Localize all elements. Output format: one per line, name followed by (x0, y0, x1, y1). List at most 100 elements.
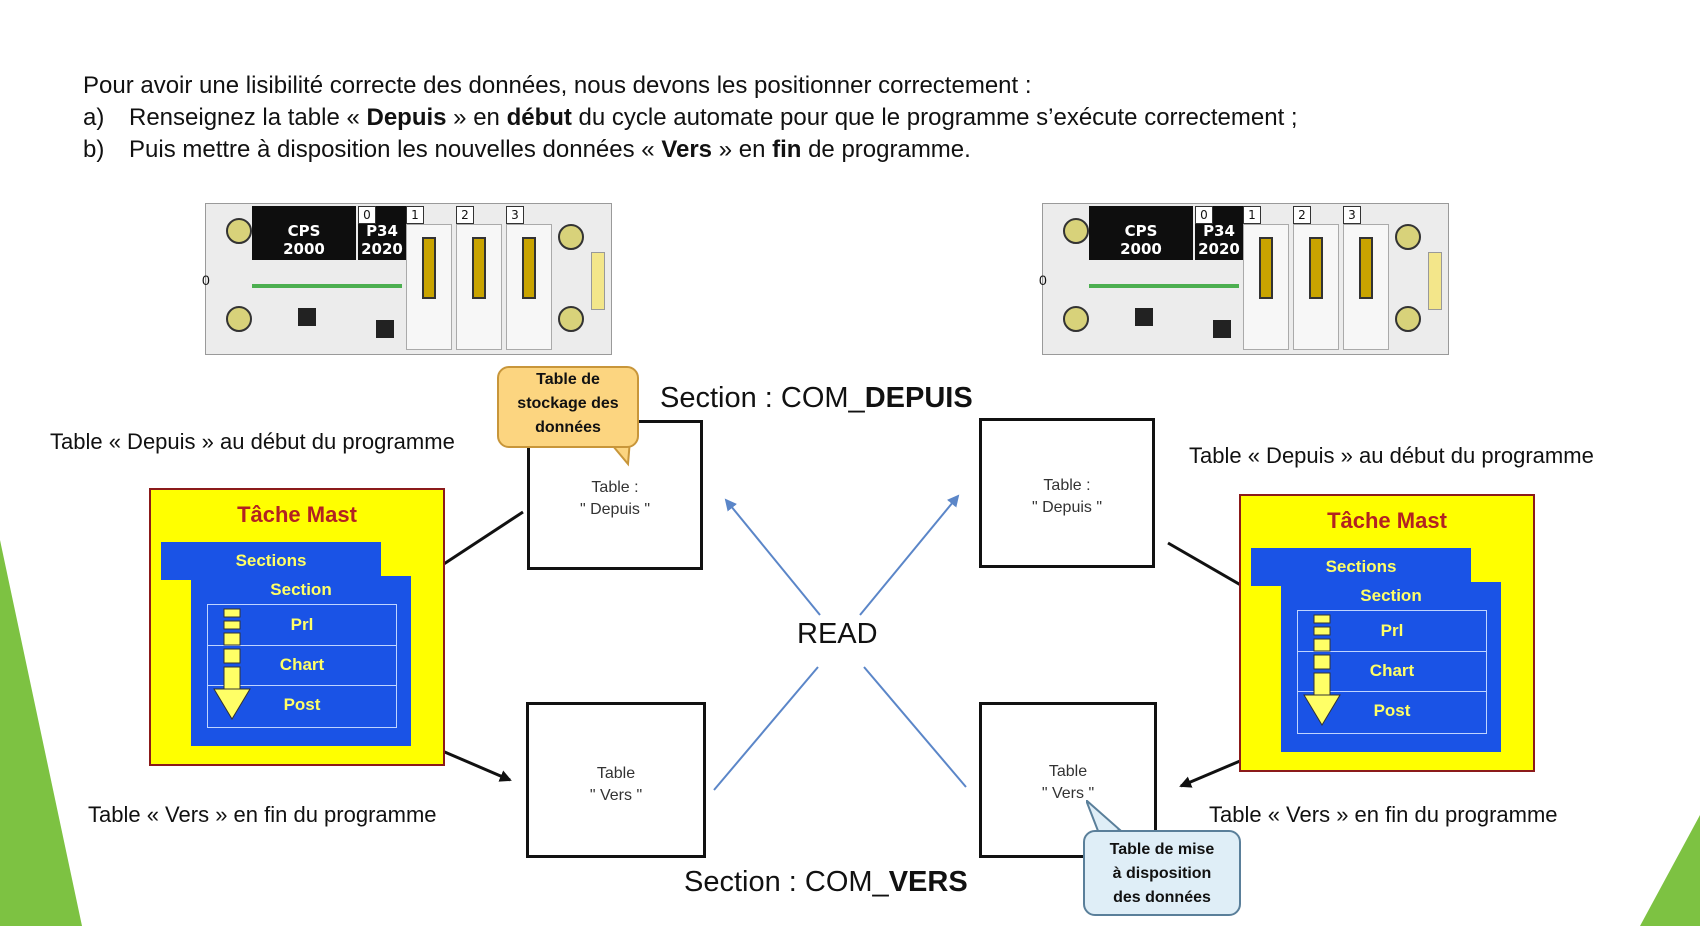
cps-model: 2000 (283, 240, 325, 258)
connector (1259, 237, 1273, 299)
section-prefix: Section : COM_ (660, 382, 865, 414)
bold-text: fin (772, 136, 802, 163)
left-green-triangle (0, 540, 82, 926)
side-label: 0 (1039, 272, 1047, 288)
table-label: Table : (591, 479, 639, 496)
io-card (1343, 224, 1389, 350)
connector (1309, 237, 1323, 299)
screw-icon (226, 218, 252, 244)
p34-label: P34 (1203, 222, 1235, 240)
list-index: a) (83, 104, 105, 131)
io-card (406, 224, 452, 350)
bold-text: début (506, 104, 572, 131)
ethernet-port-icon (376, 320, 394, 338)
label-depuis-left: Table « Depuis » au début du programme (50, 429, 455, 454)
mast-section-name: Section (270, 580, 332, 599)
screw-icon (226, 306, 252, 332)
callout-line: données (535, 419, 601, 436)
slot-number: 1 (406, 206, 424, 224)
mast-task-left: Tâche Mast Sections Section Prl Chart Po… (149, 488, 445, 766)
slot-number: 2 (1293, 206, 1311, 224)
read-line-bottom-right (863, 666, 967, 788)
mast-section-name: Section (1360, 586, 1422, 605)
screw-icon (558, 306, 584, 332)
mast-title: Tâche Mast (237, 502, 357, 527)
down-arrow-icon (213, 608, 251, 720)
section-name: DEPUIS (864, 382, 973, 414)
text: Renseignez la table « (129, 104, 367, 131)
section-vers-title: Section : COM_VERS (684, 866, 968, 899)
callout-line: stockage des (517, 395, 619, 412)
section-name: VERS (888, 866, 968, 898)
mast-section-rows: Prl Chart Post (207, 604, 397, 728)
intro-line-b: b) Puis mettre à disposition les nouvelle… (83, 134, 1298, 166)
row-post: Post (283, 695, 321, 714)
text: Puis mettre à disposition les nouvelles … (129, 136, 662, 163)
status-strip (252, 284, 402, 288)
label-depuis-right: Table « Depuis » au début du programme (1189, 443, 1594, 468)
label-vers-right: Table « Vers » en fin du programme (1209, 802, 1558, 827)
slot-number: 0 (1195, 206, 1213, 224)
down-arrow-icon (1303, 614, 1341, 726)
intro-text: Pour avoir une lisibilité correcte des d… (83, 70, 1298, 166)
status-strip (1089, 284, 1239, 288)
text: du cycle automate pour que le programme … (571, 104, 1298, 131)
list-index: b) (83, 136, 105, 163)
connector (422, 237, 436, 299)
storage-callout: Table de stockage des données (497, 366, 639, 448)
ethernet-port-icon (1213, 320, 1231, 338)
mast-task-right: Tâche Mast Sections Section Prl Chart Po… (1239, 494, 1535, 772)
row-chart: Chart (1298, 651, 1486, 692)
read-label: READ (797, 618, 878, 650)
table-name: " Depuis " (579, 501, 651, 518)
callout-line: des données (1113, 889, 1211, 906)
intro-line-a: a) Renseignez la table « Depuis » en débu… (83, 102, 1298, 134)
cps-label: CPS (287, 222, 321, 240)
slot-number: 1 (1243, 206, 1261, 224)
connector-icon (298, 308, 316, 326)
mast-section: Section Prl Chart Post (1281, 582, 1501, 752)
slot-number: 2 (456, 206, 474, 224)
bold-text: Depuis (366, 104, 447, 131)
connector (1359, 237, 1373, 299)
table-depuis-box-right: Table : " Depuis " (979, 418, 1155, 568)
table-vers-box-left: Table" Vers " (526, 702, 706, 858)
screw-icon (1395, 306, 1421, 332)
slot-number: 3 (1343, 206, 1361, 224)
connector (522, 237, 536, 299)
text: de programme. (801, 136, 971, 163)
text: » en (712, 136, 773, 163)
table-name: " Depuis " (1031, 499, 1103, 516)
p34-model: 2020 (361, 240, 403, 258)
row-prl: Prl (1298, 611, 1486, 652)
cps-model: 2000 (1120, 240, 1162, 258)
row-post: Post (1373, 701, 1411, 720)
callout-line: Table de (536, 371, 600, 388)
connector (472, 237, 486, 299)
read-arrow-top-left (724, 498, 821, 616)
io-card (1243, 224, 1289, 350)
p34-model: 2020 (1198, 240, 1240, 258)
bold-text: Vers (661, 136, 713, 163)
xbe-connector (591, 252, 605, 310)
mast-sections: Sections (161, 542, 381, 580)
io-card (1293, 224, 1339, 350)
row-chart: Chart (208, 645, 396, 686)
callout-line: à disposition (1112, 865, 1212, 882)
screw-icon (1063, 218, 1089, 244)
p34-label: P34 (366, 222, 398, 240)
table-name: " Vers " (1041, 785, 1095, 802)
callout-line: Table de mise (1109, 841, 1215, 858)
text: » en (446, 104, 507, 131)
table-name: " Vers " (589, 787, 643, 804)
table-label: Table : (1043, 477, 1091, 494)
right-green-triangle (1640, 815, 1700, 926)
mast-title: Tâche Mast (1327, 508, 1447, 533)
intro-line-1: Pour avoir une lisibilité correcte des d… (83, 72, 1032, 99)
